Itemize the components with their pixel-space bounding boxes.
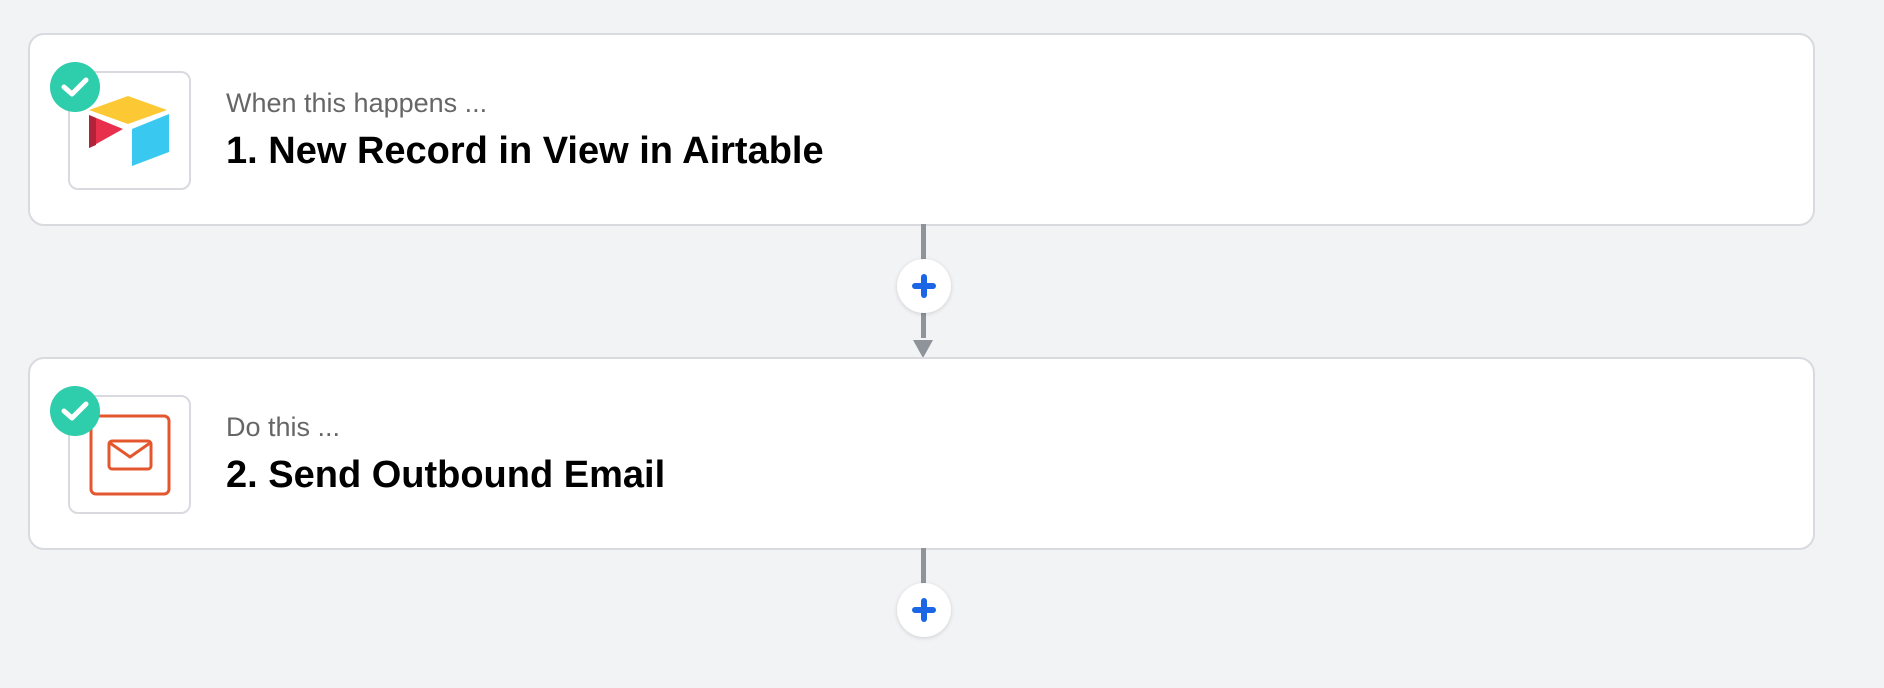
step-title: 2. Send Outbound Email [226,454,666,496]
status-check-badge [50,386,100,436]
step-text: Do this ... 2. Send Outbound Email [226,409,665,499]
check-icon [61,77,89,97]
email-icon [89,414,170,495]
step-kicker: When this happens ... [226,88,488,118]
connector-arrow-icon [913,340,933,358]
app-icon-box [68,71,191,190]
add-step-button[interactable] [897,583,951,637]
plus-icon [912,598,936,622]
step-title: 1. New Record in View in Airtable [226,130,824,172]
add-step-button[interactable] [897,259,951,313]
step-text: When this happens ... 1. New Record in V… [226,85,824,175]
check-icon [61,401,89,421]
status-check-badge [50,62,100,112]
airtable-logo-icon [88,95,169,166]
step-card-action[interactable]: Do this ... 2. Send Outbound Email [28,357,1815,550]
connector-line [921,548,926,598]
plus-icon [912,274,936,298]
step-kicker: Do this ... [226,412,341,442]
step-card-trigger[interactable]: When this happens ... 1. New Record in V… [28,33,1815,226]
